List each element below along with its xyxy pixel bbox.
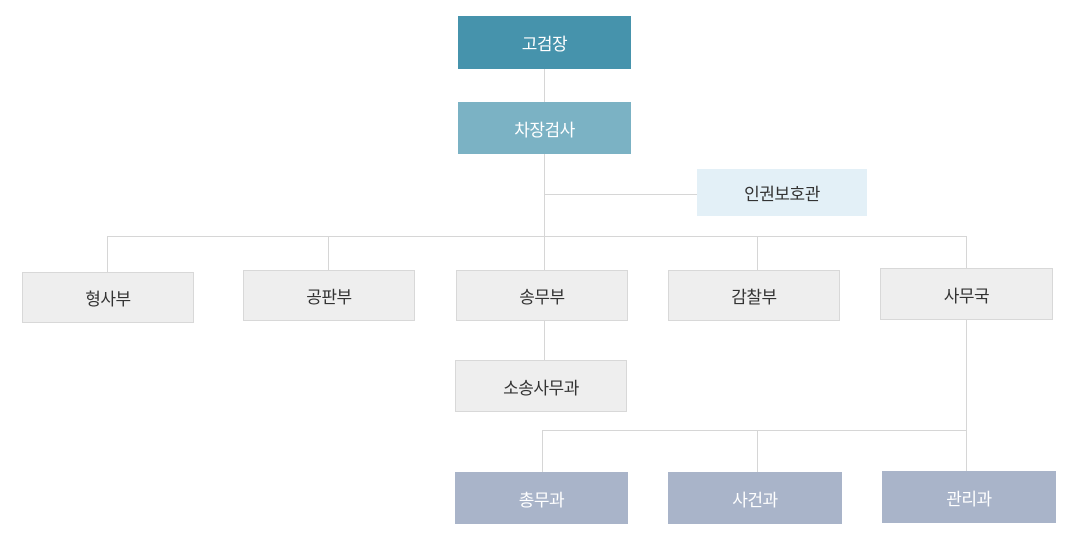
connector-advisor-branch xyxy=(544,194,697,195)
node-dept-criminal[interactable]: 형사부 xyxy=(22,272,194,323)
connector-sections-rail xyxy=(542,430,967,431)
connector-drop-general-affairs xyxy=(542,430,543,472)
node-dept-litigation[interactable]: 송무부 xyxy=(456,270,628,321)
node-litigation-section[interactable]: 소송사무과 xyxy=(455,360,627,412)
connector-drop-inspection xyxy=(757,236,758,270)
node-dept-inspection[interactable]: 감찰부 xyxy=(668,270,840,321)
node-section-case[interactable]: 사건과 xyxy=(668,472,842,524)
connector-top-deputy xyxy=(544,69,545,102)
connector-deputy-trunk xyxy=(544,154,545,270)
node-human-rights-officer[interactable]: 인권보호관 xyxy=(697,169,867,216)
node-section-general-affairs[interactable]: 총무과 xyxy=(455,472,628,524)
node-dept-bureau[interactable]: 사무국 xyxy=(880,268,1053,320)
node-dept-trial[interactable]: 공판부 xyxy=(243,270,415,321)
node-section-management[interactable]: 관리과 xyxy=(882,471,1056,523)
connector-drop-criminal xyxy=(107,236,108,272)
connector-drop-trial xyxy=(328,236,329,270)
connector-drop-bureau xyxy=(966,236,967,268)
connector-litigation-section xyxy=(544,321,545,360)
node-chief-prosecutor[interactable]: 고검장 xyxy=(458,16,631,69)
connector-departments-rail xyxy=(107,236,967,237)
connector-bureau-trunk xyxy=(966,320,967,471)
node-deputy-chief-prosecutor[interactable]: 차장검사 xyxy=(458,102,631,154)
connector-drop-case xyxy=(757,430,758,472)
